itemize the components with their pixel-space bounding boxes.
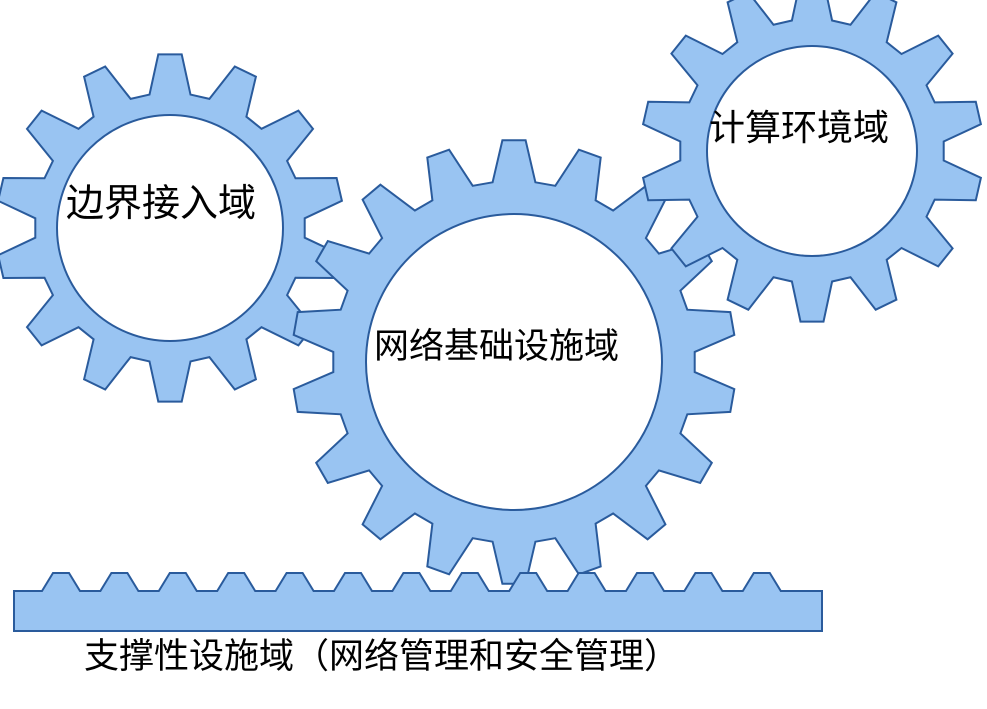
gear-edge <box>0 53 344 403</box>
gear-network-hole <box>365 213 663 511</box>
gear-network <box>292 139 736 585</box>
rack-body <box>13 572 823 632</box>
gear-compute-label: 计算环境域 <box>709 108 890 149</box>
gear-network-label: 网络基础设施域 <box>374 327 620 367</box>
gear-edge-hole <box>56 114 284 342</box>
gear-compute <box>641 0 983 323</box>
rack <box>13 572 823 632</box>
rack-label: 支撑性设施域（网络管理和安全管理） <box>84 637 680 677</box>
gear-edge-label: 边界接入域 <box>66 181 257 225</box>
gear-compute-hole <box>706 45 918 257</box>
